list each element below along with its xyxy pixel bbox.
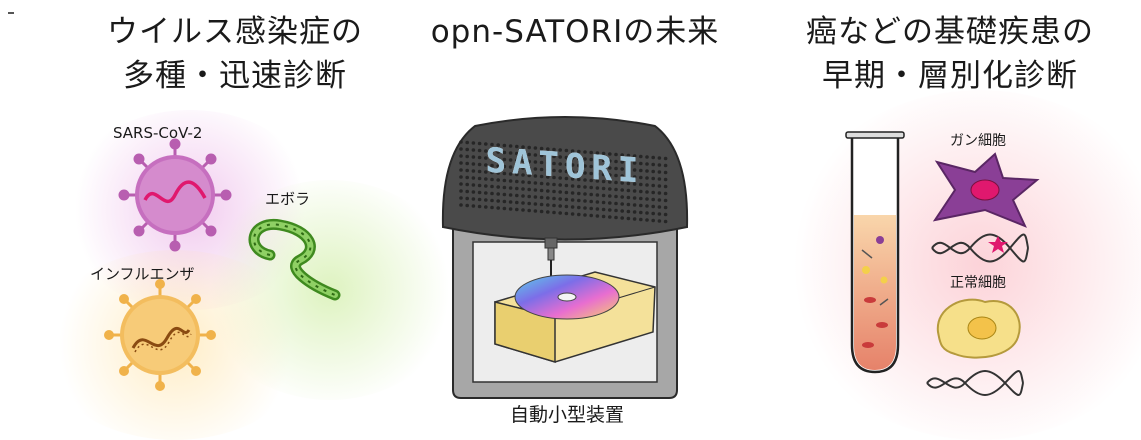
corner-mark [8,12,14,14]
device-label: 自動小型装置 [510,404,625,426]
dna-cancer-icon [931,233,1029,263]
influenza-virus-icon [104,279,216,391]
cancer-cell-label: ガン細胞 [950,133,1006,149]
cancer-cell-icon [932,152,1040,228]
normal-cell-label: 正常細胞 [950,275,1006,291]
right-title-line2: 早期・層別化診断 [822,58,1078,94]
left-title-line2: 多種・迅速診断 [123,58,347,94]
sars-label: SARS-CoV-2 [113,124,203,142]
test-tube-icon [845,131,905,374]
ebola-label: エボラ [265,190,311,208]
center-title: opn-SATORIの未来 [430,14,720,50]
ebola-virus-icon [248,219,341,301]
sars-virus-icon [118,138,232,252]
left-title-line1: ウイルス感染症の [107,14,363,50]
dna-normal-icon [926,370,1024,396]
right-title-line1: 癌などの基礎疾患の [806,14,1094,50]
device-illustration [441,116,689,399]
right-title: 癌などの基礎疾患の 早期・層別化診断 [785,10,1115,98]
normal-cell-icon [936,298,1021,359]
influenza-label: インフルエンザ [90,265,195,283]
left-title: ウイルス感染症の 多種・迅速診断 [95,10,375,98]
